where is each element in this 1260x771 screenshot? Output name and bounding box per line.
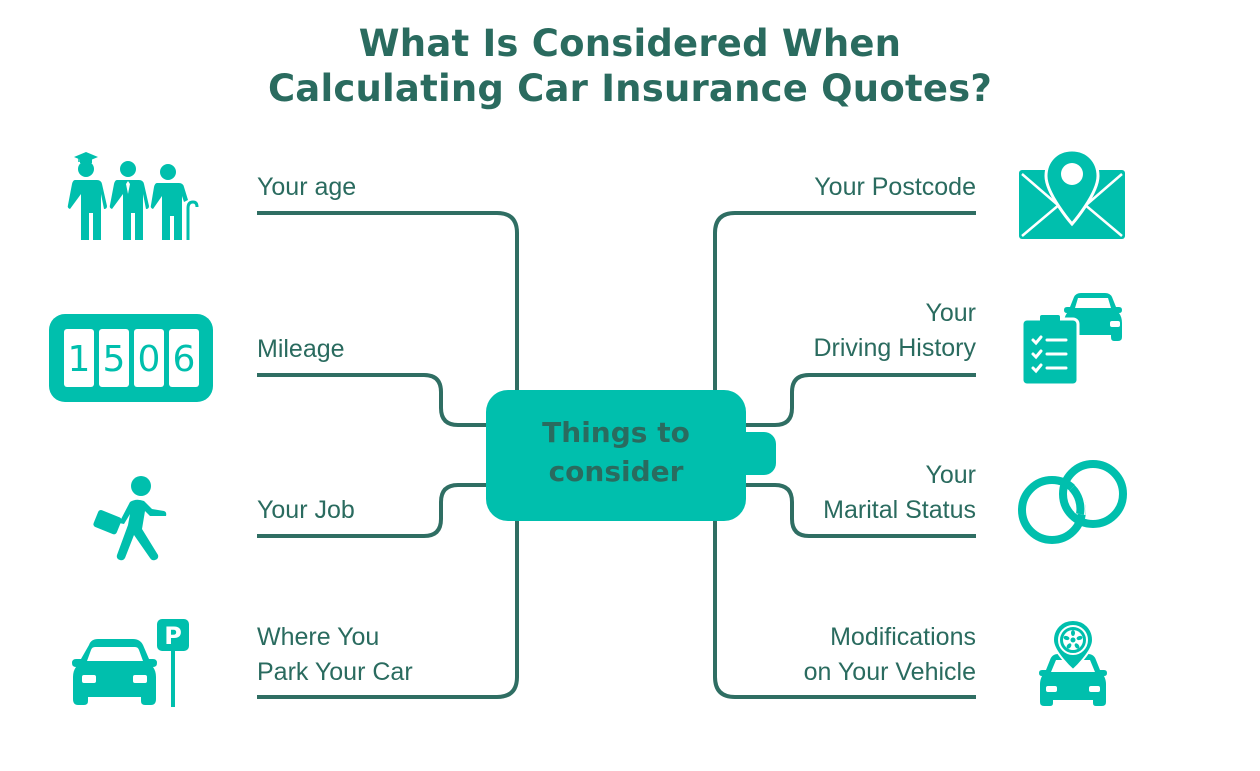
factor-your-job: Your Job	[257, 493, 355, 528]
connector-your-job	[257, 483, 490, 538]
factor-label-line-2: on Your Vehicle	[803, 658, 976, 686]
people-ages-icon	[67, 152, 199, 240]
connector-driving-history	[742, 373, 976, 427]
odometer-digit: 1	[68, 339, 91, 380]
factor-modifications: Modifications on Your Vehicle	[804, 620, 976, 690]
factor-label-line-1: Your	[925, 461, 976, 489]
factor-label-line-2: Park Your Car	[257, 658, 413, 686]
factor-marital-status: Your Marital Status	[823, 458, 976, 528]
odometer-digit: 6	[173, 339, 196, 380]
hub-label-line-2: consider	[548, 455, 684, 488]
envelope-location-pin-icon	[1019, 150, 1125, 239]
factor-label: Your Postcode	[814, 173, 976, 201]
car-wheel-modification-icon	[1039, 620, 1107, 706]
connector-parking	[257, 518, 519, 699]
factor-label-line-1: Your	[925, 299, 976, 327]
parking-letter: P	[164, 622, 182, 650]
factor-label: Your age	[257, 173, 357, 201]
factor-label: Mileage	[257, 335, 345, 363]
factor-parking: Where You Park Your Car	[257, 620, 413, 690]
factor-label: Your Job	[257, 496, 355, 524]
hub-label-line-1: Things to	[542, 416, 690, 449]
hub-label: Things to consider	[486, 413, 746, 491]
odometer-digit: 0	[138, 339, 161, 380]
connector-your-age	[257, 211, 519, 392]
connector-modifications	[713, 518, 976, 699]
odometer-digit: 5	[103, 339, 126, 380]
factor-label-line-1: Modifications	[830, 623, 976, 651]
factor-your-age: Your age	[257, 170, 356, 205]
factor-label-line-2: Driving History	[813, 334, 976, 362]
factor-label-line-2: Marital Status	[823, 496, 976, 524]
checklist-car-icon	[1022, 293, 1122, 385]
connector-mileage	[257, 373, 490, 427]
odometer-icon: 1 5 0 6	[49, 314, 213, 402]
connector-postcode	[713, 211, 976, 392]
factor-driving-history: Your Driving History	[813, 296, 976, 366]
factor-label-line-1: Where You	[257, 623, 380, 651]
page-title-line-1: What Is Considered When	[358, 22, 902, 65]
wedding-rings-icon	[1018, 460, 1127, 544]
walking-worker-briefcase-icon	[93, 476, 167, 561]
hub-box	[486, 390, 776, 521]
car-parking-icon: P	[72, 619, 189, 707]
factor-mileage: Mileage	[257, 332, 345, 367]
page-title-line-2: Calculating Car Insurance Quotes?	[267, 67, 993, 110]
factor-postcode: Your Postcode	[814, 170, 976, 205]
connector-marital-status	[742, 483, 976, 538]
